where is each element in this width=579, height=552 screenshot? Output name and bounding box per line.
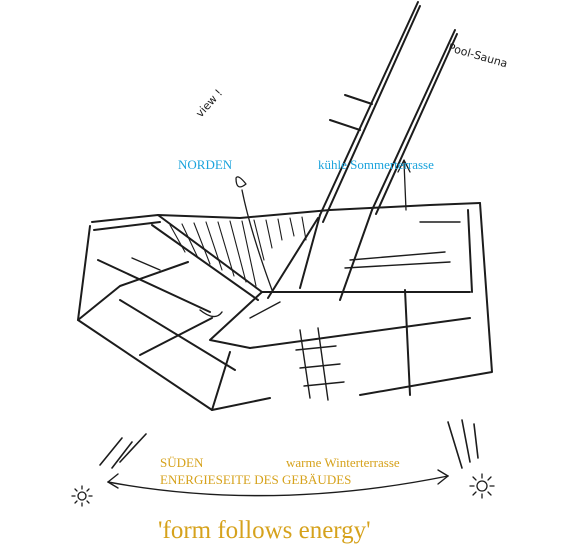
sun-ray-mark-icon xyxy=(447,419,479,469)
terrace-arrow xyxy=(397,159,411,211)
main-building-outline xyxy=(77,202,493,411)
winter-terrace-label: warme Winterterrasse xyxy=(286,455,400,470)
view-arrow xyxy=(235,176,273,291)
stair-structure xyxy=(131,221,461,401)
sun-icon xyxy=(469,473,495,499)
sun-ray-mark-icon xyxy=(99,433,147,469)
sun-path-arc xyxy=(107,469,449,497)
energy-side-label: ENERGIESEITE DES GEBÄUDES xyxy=(160,472,352,487)
south-label: SÜDEN xyxy=(160,455,204,470)
pool-sauna-wing xyxy=(267,1,458,301)
summer-terrace-label: kühle Sommerterrasse xyxy=(318,157,434,172)
sun-icon xyxy=(71,485,93,507)
north-label: NORDEN xyxy=(178,157,233,172)
motto-text: 'form follows energy' xyxy=(158,517,371,544)
roof-hatching xyxy=(169,216,307,287)
